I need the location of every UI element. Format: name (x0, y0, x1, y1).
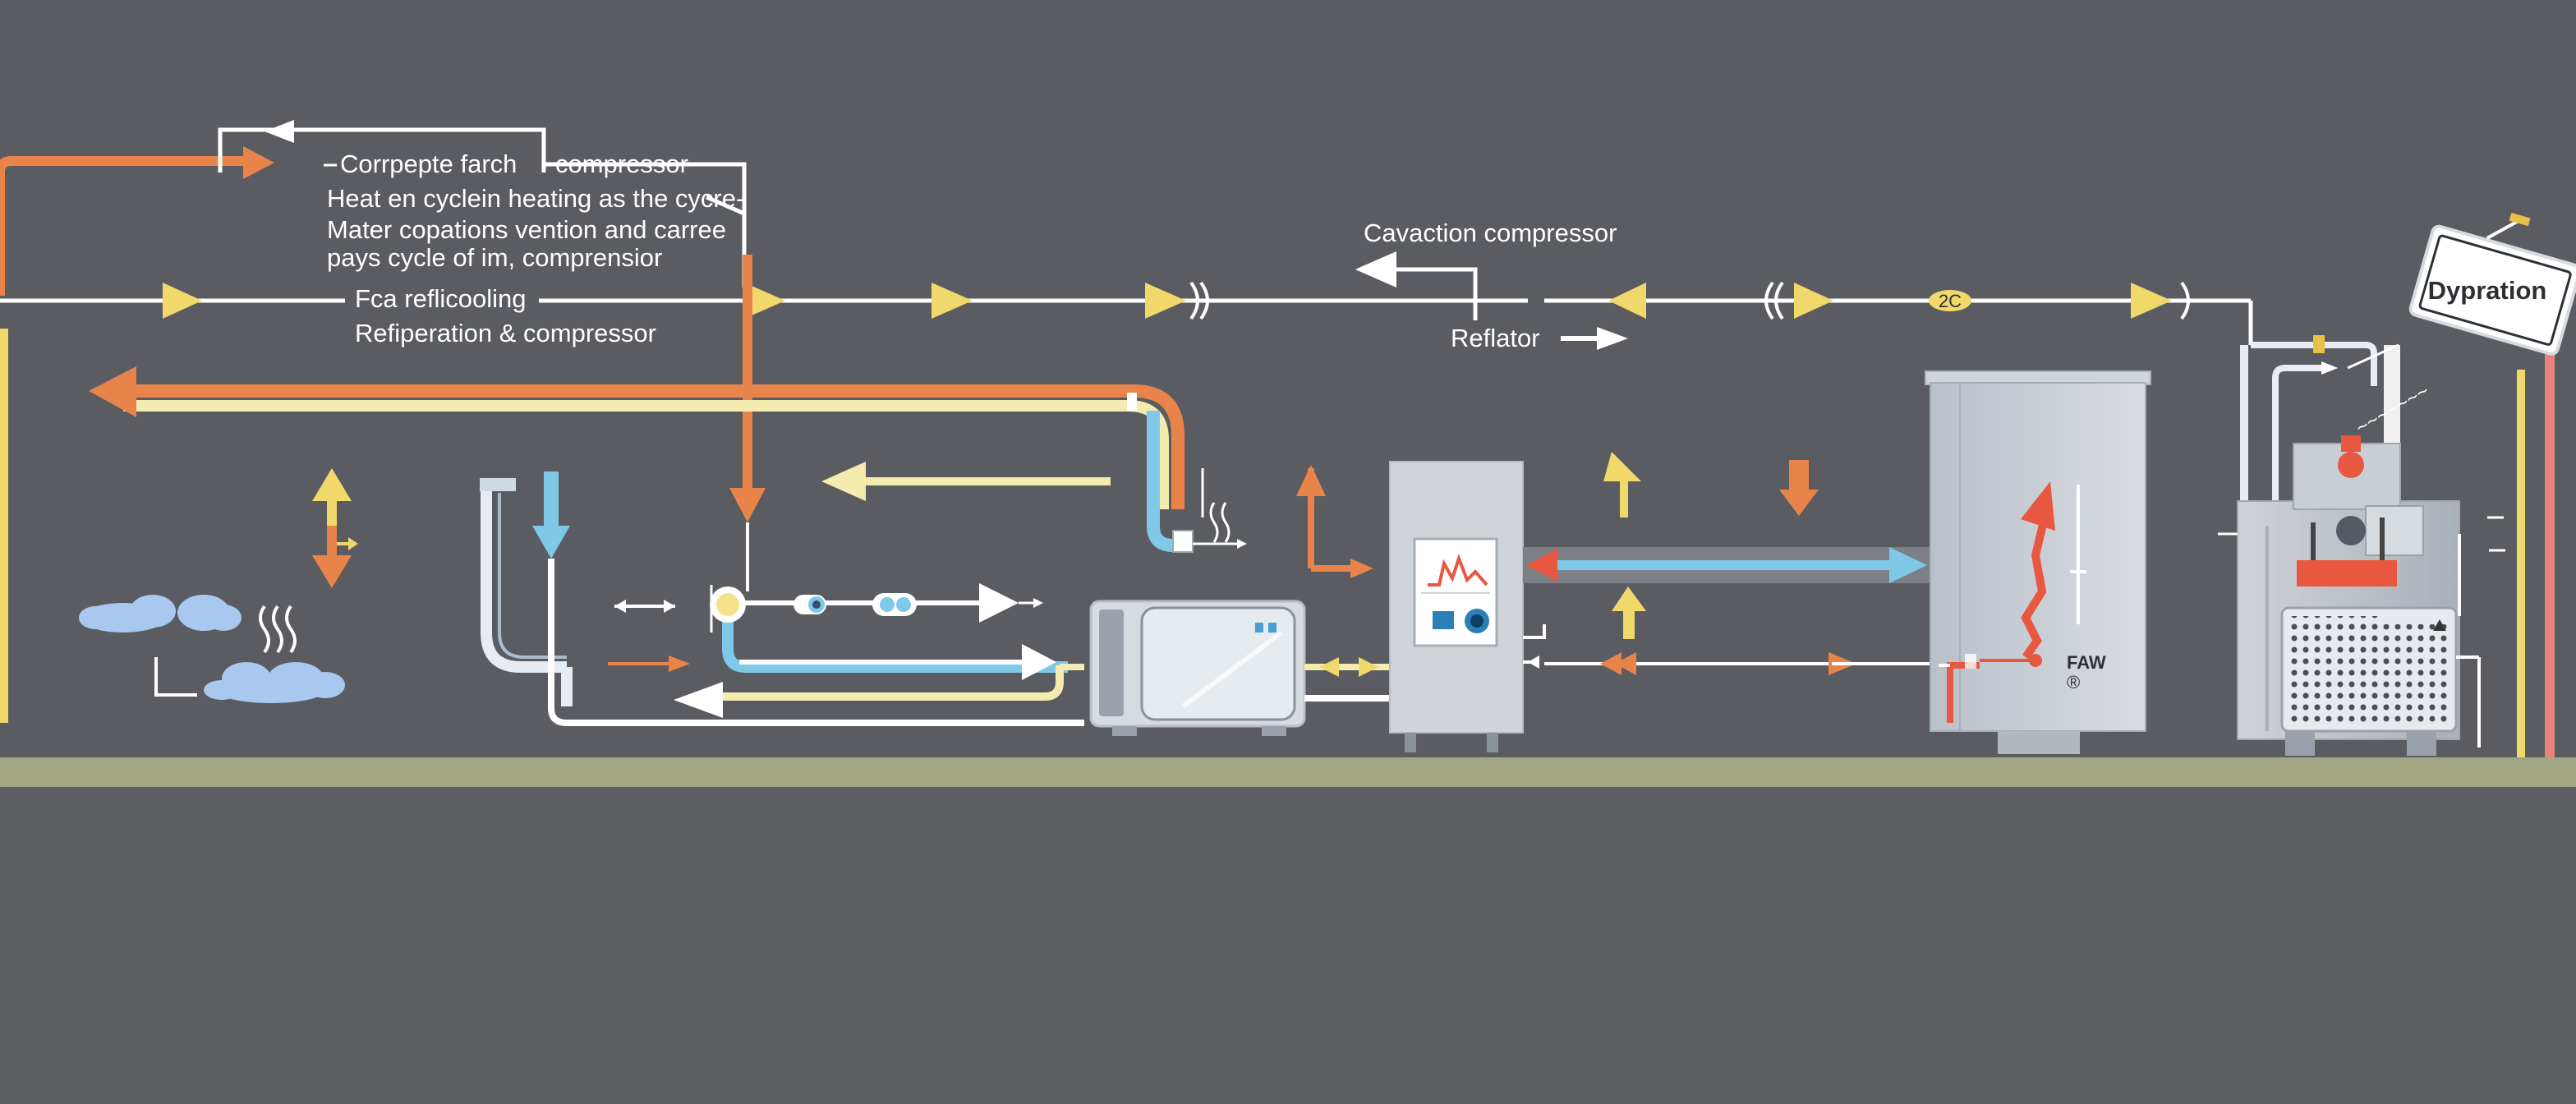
flow-arrow (1145, 283, 1186, 319)
main-flow-line: 2C (0, 281, 2253, 345)
cavaction-label: Cavaction compressor (1364, 218, 1617, 247)
dypration-box (2408, 213, 2576, 356)
flow-arrow (744, 283, 785, 319)
valve-badge (1929, 290, 1971, 311)
cream-arrow (821, 462, 1111, 501)
connector-pipes (1296, 465, 1393, 702)
description-line-3: pays cycle of im, comprensior (327, 243, 662, 272)
condenser-unit (1089, 600, 1306, 736)
floor-strip (0, 757, 2576, 787)
flow-arrow-left (1608, 283, 1646, 319)
display-icon (1433, 611, 1454, 629)
steam-icon (259, 605, 297, 654)
right-edge-pipes (2517, 345, 2555, 757)
flow-arrow (1794, 283, 1833, 319)
middle-pipes (608, 583, 1084, 718)
heat-arrow-icon (2021, 481, 2055, 531)
dypration-label: Dypration (2428, 276, 2547, 305)
return-arrow-head (89, 366, 136, 417)
white-arrow-left (264, 120, 294, 143)
left-vertical-pipes (480, 472, 1084, 726)
heat-pump-assembly: ~~~~~~~ (2218, 335, 2505, 756)
return-pipe (89, 366, 1247, 553)
cloud-icon (204, 662, 345, 703)
label-arrows (1355, 251, 1628, 350)
top-box-title-right: compressor (555, 150, 688, 178)
flow-arrow (932, 283, 973, 319)
left-edge-pipe (0, 329, 8, 723)
fan-grille-icon (2290, 616, 2379, 723)
up-down-arrow-icon (312, 468, 358, 588)
orange-vertical-drop (729, 255, 766, 591)
line-label-1: Fca reflicooling (355, 284, 526, 313)
control-box (1389, 461, 1546, 752)
orange-arrow-head (243, 146, 274, 179)
line-label-2: Refiperation & compressor (355, 319, 656, 347)
reflator-label: Reflator (1451, 324, 1540, 352)
cloud-icon (79, 595, 242, 632)
clouds-group (79, 468, 358, 703)
description-line-2: Mater copations vention and carree (327, 215, 726, 244)
top-left-loop (0, 120, 747, 723)
description-line-1: Heat en cyclein heating as the cycre- (327, 184, 744, 213)
flow-arrow (163, 283, 202, 319)
pump-icon (2338, 452, 2364, 478)
flow-arrow (2131, 283, 2172, 319)
valve-badge-text: 2C (1939, 291, 1962, 311)
vertical-arrows (1603, 452, 1819, 639)
signal-graph-icon (1428, 554, 1488, 586)
cabinet-mark: ® (2067, 672, 2080, 692)
lower-band (0, 787, 2576, 1104)
cabinet-label: FAW (2067, 652, 2106, 673)
top-box-title-left: Corrpepte farch (340, 150, 517, 178)
cabinet-unit: FAW ® (1925, 370, 2151, 754)
blue-duct (1523, 547, 1934, 675)
